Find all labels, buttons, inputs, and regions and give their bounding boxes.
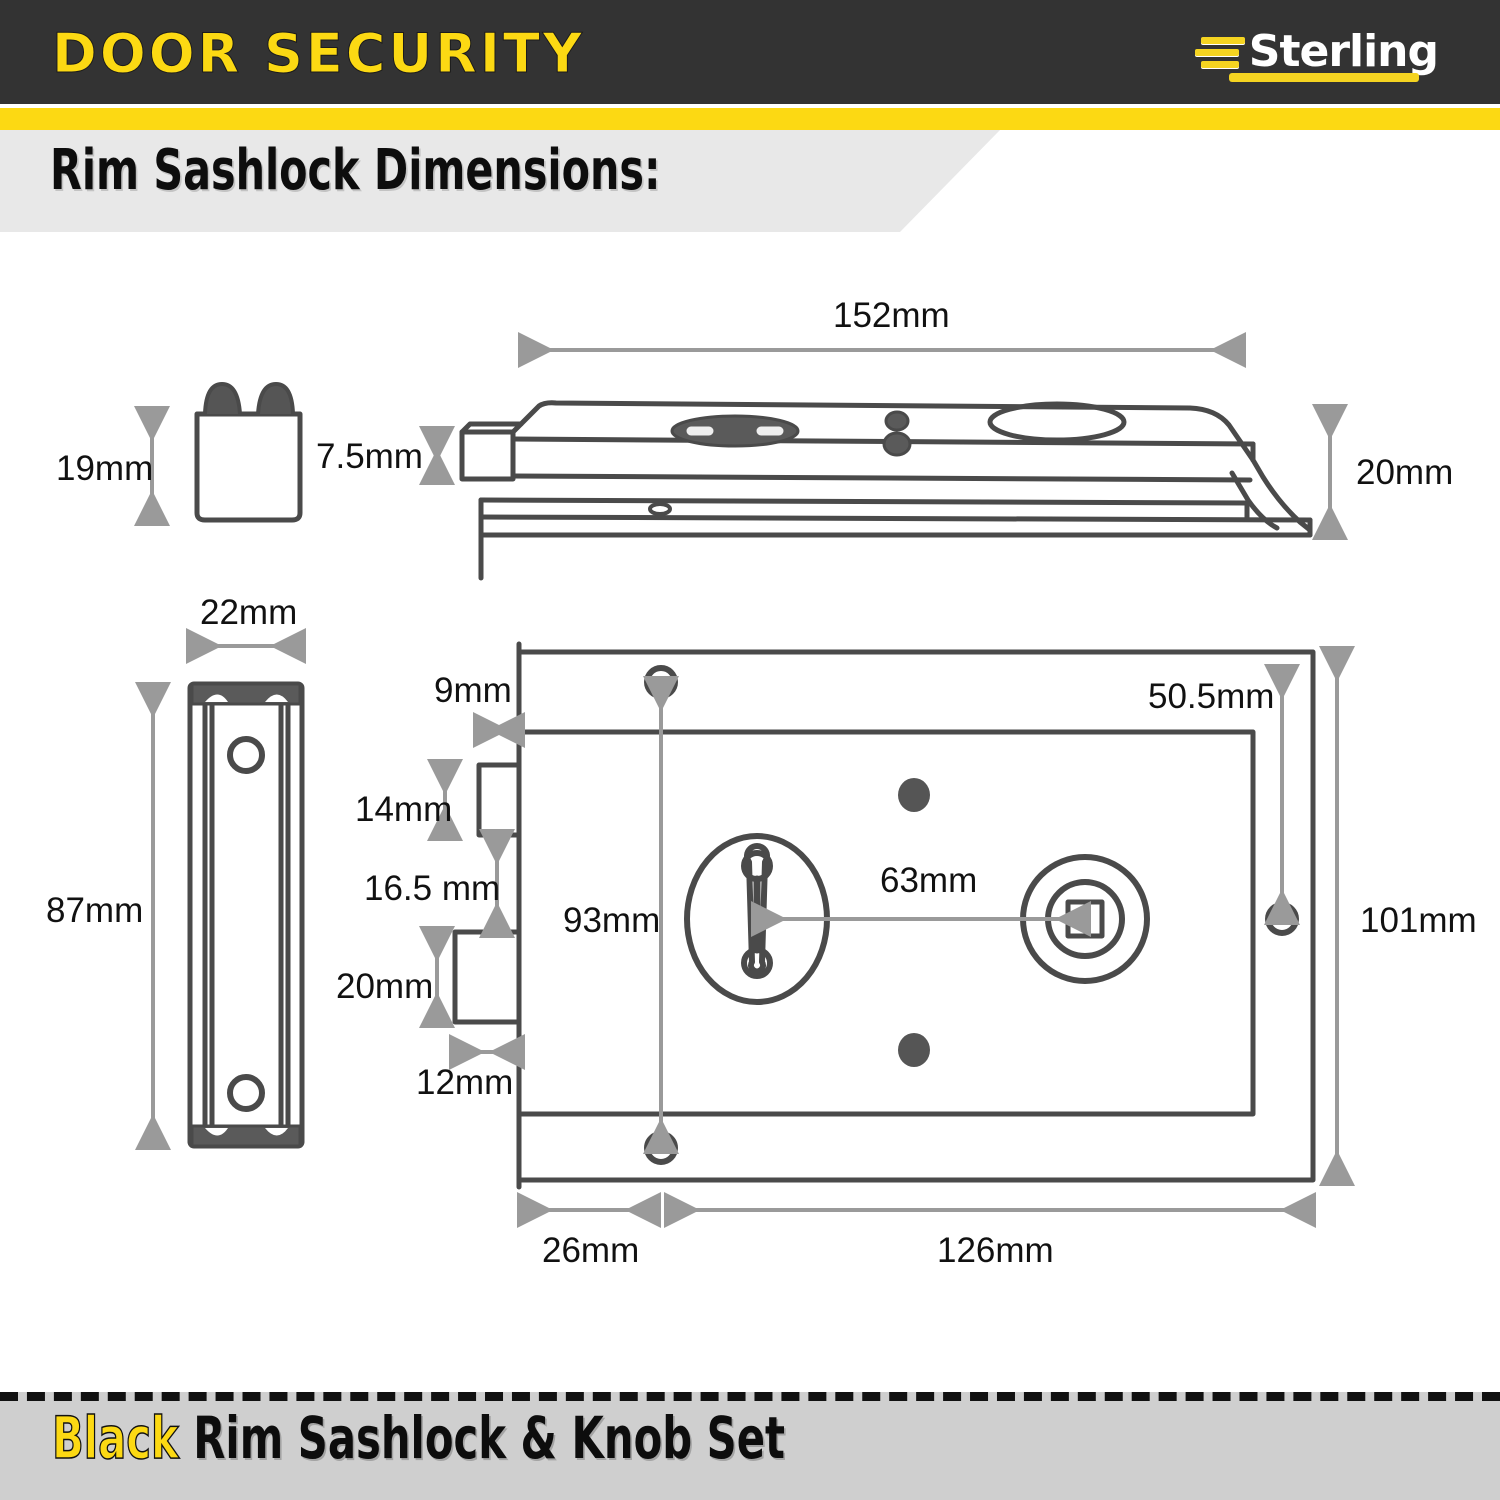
label-505mm: 50.5mm (1148, 677, 1274, 716)
label-22mm: 22mm (200, 593, 297, 632)
label-14mm: 14mm (355, 790, 452, 829)
title-band (0, 130, 1000, 232)
label-101mm: 101mm (1360, 901, 1477, 940)
label-20mm-bolt: 20mm (336, 967, 433, 1006)
sterling-logo: Sterling (1194, 24, 1439, 82)
product-name-rest: Rim Sashlock & Knob Set (178, 1404, 785, 1472)
logo-wordmark: Sterling (1248, 26, 1439, 77)
label-19mm: 19mm (56, 449, 153, 488)
label-20mm-depth: 20mm (1356, 453, 1453, 492)
product-name-highlight: Black (51, 1403, 179, 1473)
label-9mm: 9mm (434, 671, 512, 710)
label-152mm: 152mm (833, 296, 950, 335)
label-12mm: 12mm (416, 1063, 513, 1102)
accent-stripe (0, 108, 1500, 130)
label-126mm: 126mm (937, 1231, 1054, 1270)
dimension-drawing: 19mm 7.5mm 152mm 20mm 22mm 87mm 9mm 14mm… (0, 232, 1500, 1352)
label-26mm: 26mm (542, 1231, 639, 1270)
label-93mm: 93mm (563, 901, 660, 940)
product-name: Black Rim Sashlock & Knob Set (51, 1403, 785, 1473)
header-title: DOOR SECURITY (52, 22, 585, 86)
header-bar: DOOR SECURITY Sterling (0, 0, 1500, 104)
label-63mm: 63mm (880, 861, 977, 900)
footer-bar (0, 1392, 1500, 1500)
footer-dashed-divider (0, 1392, 1500, 1401)
page-title: Rim Sashlock Dimensions: (50, 138, 661, 203)
logo-underline-icon (1228, 73, 1419, 82)
logo-bars-icon (1194, 36, 1245, 68)
label-75mm: 7.5mm (316, 437, 423, 476)
label-165mm: 16.5 mm (364, 869, 500, 908)
label-87mm: 87mm (46, 891, 143, 930)
